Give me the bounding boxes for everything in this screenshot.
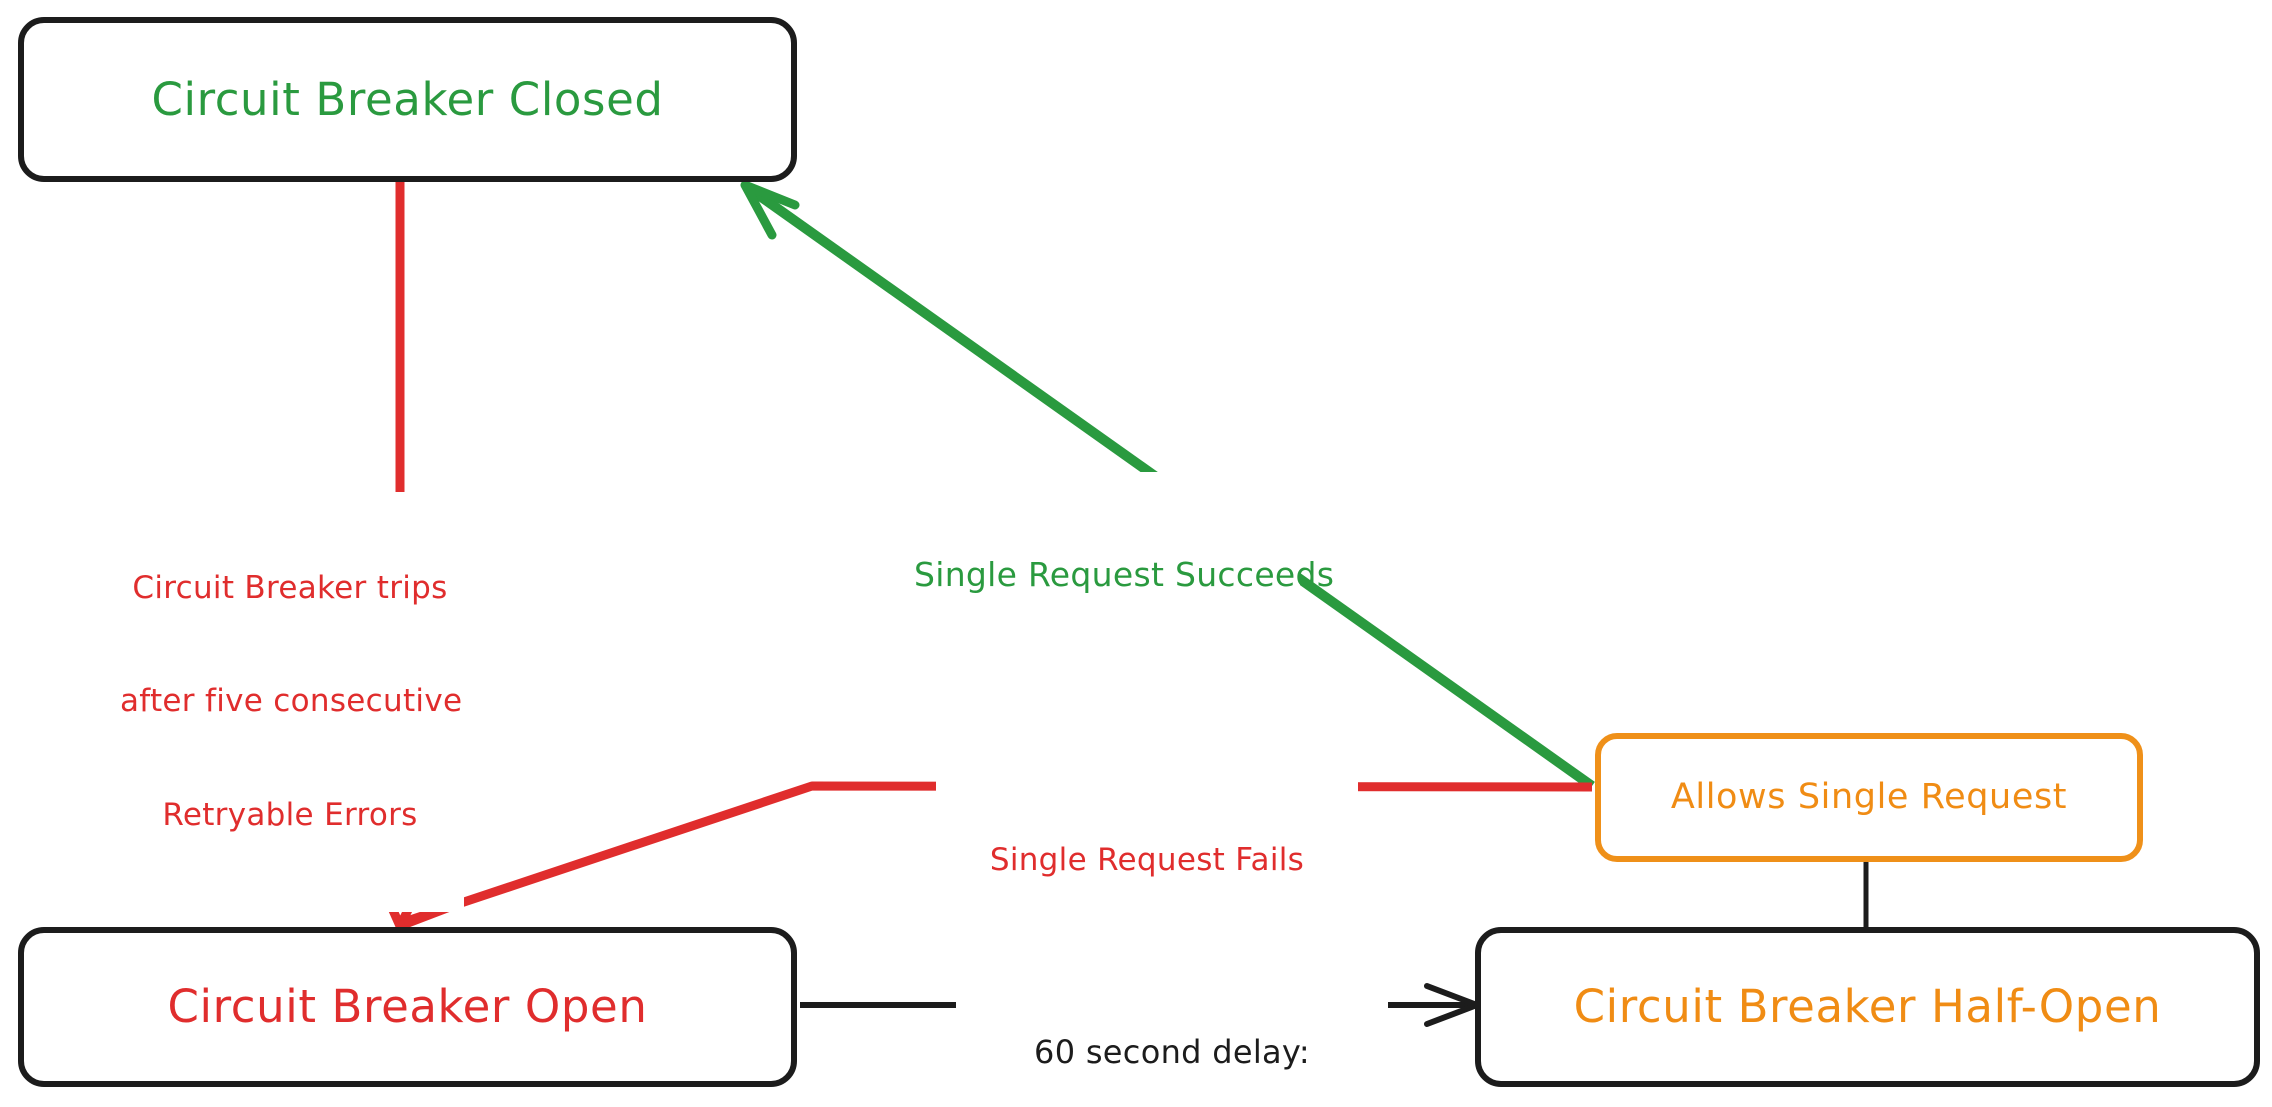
edge-label-allows-to-closed: Single Request Succeeds: [908, 472, 1335, 678]
node-label-circuit-breaker-half-open: Circuit Breaker Half-Open: [1573, 980, 2162, 1034]
node-label-circuit-breaker-closed: Circuit Breaker Closed: [151, 72, 664, 126]
edge-label-text: Single Request Succeeds: [914, 554, 1335, 594]
node-circuit-breaker-half-open[interactable]: Circuit Breaker Half-Open: [1475, 927, 2260, 1087]
edge-label-line-1: 60 second delay:: [1034, 1033, 1310, 1072]
edge-label-text: Single Request Fails: [989, 841, 1305, 878]
node-label-circuit-breaker-open: Circuit Breaker Open: [167, 980, 648, 1034]
node-circuit-breaker-open[interactable]: Circuit Breaker Open: [18, 927, 797, 1087]
node-allows-single-request[interactable]: Allows Single Request: [1595, 733, 2143, 862]
edge-label-closed-to-open: Circuit Breaker trips after five consecu…: [116, 492, 464, 912]
edge-label-open-to-half-open: 60 second delay: No requests allowed: [956, 953, 1388, 1107]
node-circuit-breaker-closed[interactable]: Circuit Breaker Closed: [18, 17, 797, 182]
edge-label-allows-to-open: Single Request Fails: [936, 762, 1358, 960]
edge-label-line-1: Circuit Breaker trips: [132, 569, 448, 606]
edge-label-line-2: after five consecutive: [120, 683, 463, 720]
edge-label-line-3: Retryable Errors: [162, 796, 418, 833]
node-label-allows-single-request: Allows Single Request: [1670, 777, 2068, 818]
